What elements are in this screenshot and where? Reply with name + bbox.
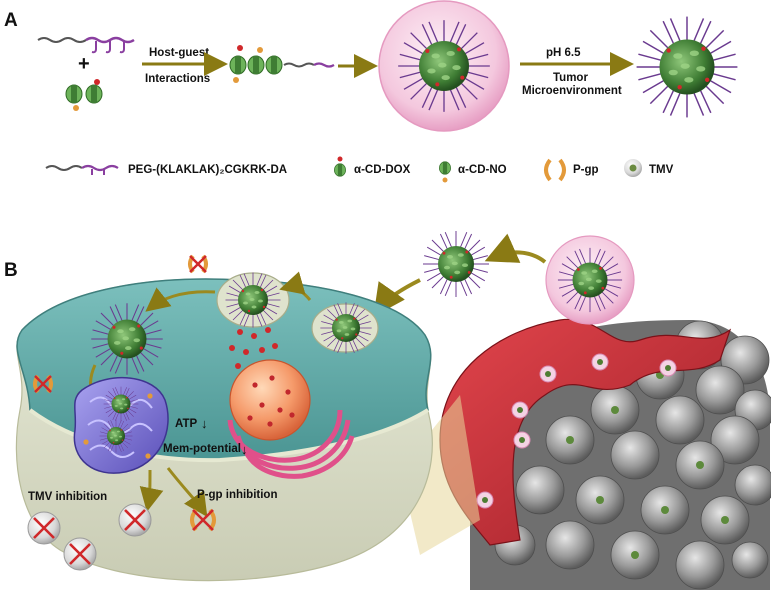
endosome-1 — [217, 273, 289, 328]
tmv-blocked-2 — [64, 538, 96, 570]
circulating-exposed-np — [423, 231, 489, 297]
legend-dox-label: α-CD-DOX — [354, 164, 411, 176]
legend-no-icon — [439, 162, 450, 183]
shielded-nanoparticle — [379, 1, 509, 131]
atp-label: ATP — [175, 418, 197, 430]
atp-down-arrow: ↓ — [201, 416, 208, 431]
legend-dox-icon — [334, 157, 345, 177]
tmv-blocked-1 — [28, 512, 60, 544]
panel-a-label: A — [4, 10, 18, 31]
tmv-inhibition-label: TMV inhibition — [28, 491, 107, 503]
plus-sign: + — [78, 53, 90, 75]
legend-peptide-icon — [46, 166, 118, 175]
pgp-inhibition-label: P-gp inhibition — [197, 489, 277, 501]
panel-b-label: B — [4, 260, 18, 281]
inclusion-complex — [230, 45, 334, 83]
step2-label-top: pH 6.5 — [546, 47, 581, 59]
nucleus — [230, 360, 310, 440]
legend-tmv-icon — [624, 159, 642, 177]
step2-label-bottom: Microenvironment — [522, 85, 622, 97]
mem-down-arrow: ↓ — [241, 442, 248, 457]
legend-peptide-label: PEG-(KLAKLAK)₂CGKRK-DA — [128, 164, 287, 176]
cd-monomers — [66, 79, 102, 111]
mem-potential-label: Mem-potential — [163, 443, 241, 455]
step1-label-bottom: Interactions — [145, 73, 210, 85]
legend-tmv-label: TMV — [649, 164, 674, 176]
legend-pgp-icon — [546, 160, 564, 180]
step1-label-top: Host-guest — [149, 47, 209, 59]
arrow-deshield — [492, 252, 545, 262]
cytosolic-np — [91, 303, 163, 375]
legend: PEG-(KLAKLAK)₂CGKRK-DA α-CD-DOX α-CD-NO … — [46, 157, 674, 183]
exposed-nanoparticle — [637, 17, 738, 118]
step2-label-mid: Tumor — [553, 72, 588, 84]
pgp-blocked-top — [190, 256, 206, 272]
legend-pgp-label: P-gp — [573, 164, 599, 176]
legend-no-label: α-CD-NO — [458, 164, 507, 176]
peg-peptide-chain — [38, 38, 134, 52]
circulating-shielded-np — [546, 236, 634, 324]
tmv-blocked-3 — [119, 504, 151, 536]
